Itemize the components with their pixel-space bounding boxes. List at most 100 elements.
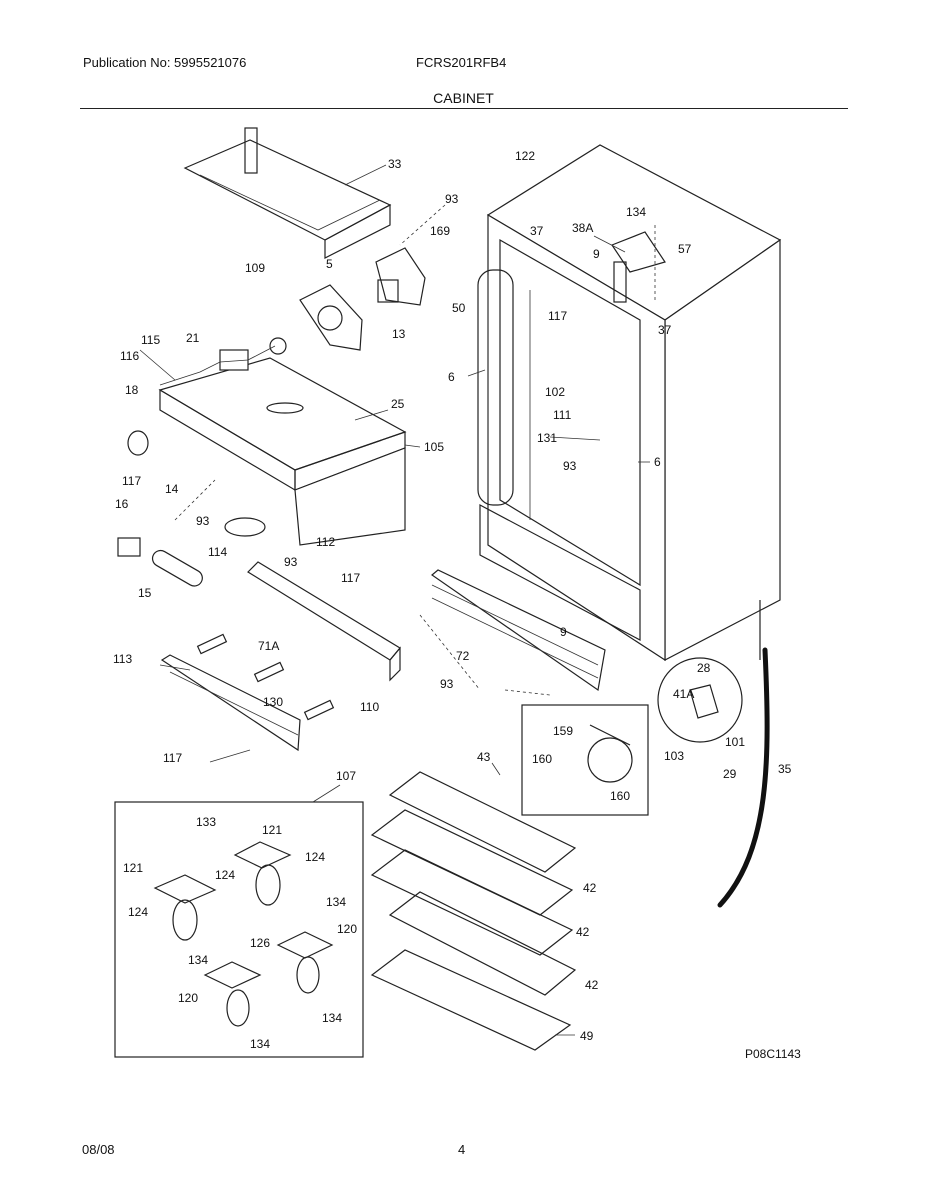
label-93d: 93 — [284, 555, 298, 569]
label-9: 9 — [593, 247, 600, 261]
page-number: 4 — [458, 1142, 466, 1157]
label-28: 28 — [697, 661, 711, 675]
label-159: 159 — [553, 724, 573, 738]
part-bracket-mid — [253, 661, 285, 683]
label-107: 107 — [336, 769, 356, 783]
leader-lines — [139, 164, 650, 1036]
label-15: 15 — [138, 586, 152, 600]
diagram-code: P08C1143 — [745, 1047, 801, 1061]
label-120: 120 — [337, 922, 357, 936]
label-133: 133 — [196, 815, 216, 829]
label-6b: 6 — [654, 455, 661, 469]
publication-number: Publication No: 5995521076 — [83, 55, 247, 70]
label-131: 131 — [537, 431, 557, 445]
label-42b: 42 — [576, 925, 590, 939]
label-93: 93 — [445, 192, 459, 206]
label-113: 113 — [113, 652, 132, 666]
label-72: 72 — [456, 649, 470, 663]
label-117b: 117 — [122, 474, 141, 488]
label-41a: 41A — [673, 687, 694, 701]
section-title: CABINET — [433, 90, 494, 106]
label-42c: 42 — [585, 978, 599, 992]
label-103: 103 — [664, 749, 684, 763]
label-93b: 93 — [563, 459, 577, 473]
label-121: 121 — [262, 823, 282, 837]
label-101: 101 — [725, 735, 745, 749]
label-16: 16 — [115, 497, 129, 511]
label-18: 18 — [125, 383, 139, 397]
label-38a: 38A — [572, 221, 593, 235]
label-121b: 121 — [123, 861, 143, 875]
part-light-assembly — [117, 430, 203, 587]
label-110: 110 — [360, 700, 379, 714]
label-115: 115 — [141, 333, 160, 347]
label-134c: 134 — [322, 1011, 342, 1025]
label-117d: 117 — [163, 751, 182, 765]
label-117c: 117 — [341, 571, 360, 585]
label-57: 57 — [678, 242, 692, 256]
label-50: 50 — [452, 301, 466, 315]
part-bracket-130 — [303, 699, 335, 721]
label-93e: 93 — [440, 677, 454, 691]
label-169: 169 — [430, 224, 450, 238]
part-fan-bracket — [299, 247, 426, 351]
label-120b: 120 — [178, 991, 198, 1005]
label-111: 111 — [553, 408, 572, 422]
label-35: 35 — [778, 762, 792, 776]
label-124: 124 — [305, 850, 325, 864]
label-109: 109 — [245, 261, 265, 275]
label-114: 114 — [208, 545, 227, 559]
part-panel — [294, 447, 406, 546]
label-14: 14 — [165, 482, 179, 496]
label-33: 33 — [388, 157, 402, 171]
label-124c: 124 — [128, 905, 148, 919]
label-9b: 9 — [560, 625, 567, 639]
label-71a: 71A — [258, 639, 279, 653]
label-5: 5 — [326, 257, 333, 271]
label-116: 116 — [120, 349, 139, 363]
label-160b: 160 — [610, 789, 630, 803]
label-43: 43 — [477, 750, 491, 764]
label-105: 105 — [424, 440, 444, 454]
inset-fan-motor — [521, 704, 649, 816]
label-134d: 134 — [250, 1037, 270, 1051]
label-29: 29 — [723, 767, 737, 781]
part-toe-bar — [247, 561, 401, 682]
part-bracket-71a — [196, 633, 228, 655]
label-93c: 93 — [196, 514, 210, 528]
label-13: 13 — [392, 327, 406, 341]
part-lower-grille — [160, 654, 301, 752]
label-117: 117 — [548, 309, 567, 323]
label-49: 49 — [580, 1029, 594, 1043]
label-130: 130 — [263, 695, 283, 709]
inset-caster-kit — [114, 801, 364, 1058]
part-top-tray — [183, 127, 392, 259]
part-drain-hose — [717, 647, 770, 908]
label-6: 6 — [448, 370, 455, 384]
label-102: 102 — [545, 385, 565, 399]
part-grille — [224, 517, 266, 537]
label-160: 160 — [532, 752, 552, 766]
part-labels: 33 93 122 37 38A 134 57 169 5 109 13 50 … — [113, 149, 801, 1061]
label-37b: 37 — [658, 323, 672, 337]
label-122: 122 — [515, 149, 535, 163]
label-134: 134 — [626, 205, 646, 219]
label-25: 25 — [391, 397, 405, 411]
detail-circle-latch — [657, 657, 743, 743]
part-casters — [153, 841, 334, 1027]
label-112: 112 — [316, 535, 335, 549]
part-kickplate — [431, 569, 606, 692]
label-126: 126 — [250, 936, 270, 950]
label-42: 42 — [583, 881, 597, 895]
part-wire-shelves — [370, 771, 577, 1051]
label-134: 134 — [326, 895, 346, 909]
footer-date: 08/08 — [82, 1142, 115, 1157]
model-number: FCRS201RFB4 — [416, 55, 507, 70]
part-door-gasket — [477, 269, 514, 506]
label-21: 21 — [186, 331, 200, 345]
header-rule — [80, 108, 848, 109]
part-cabinet-body — [479, 144, 782, 662]
part-thermostat — [159, 337, 287, 386]
part-hinge-assembly — [611, 225, 666, 303]
